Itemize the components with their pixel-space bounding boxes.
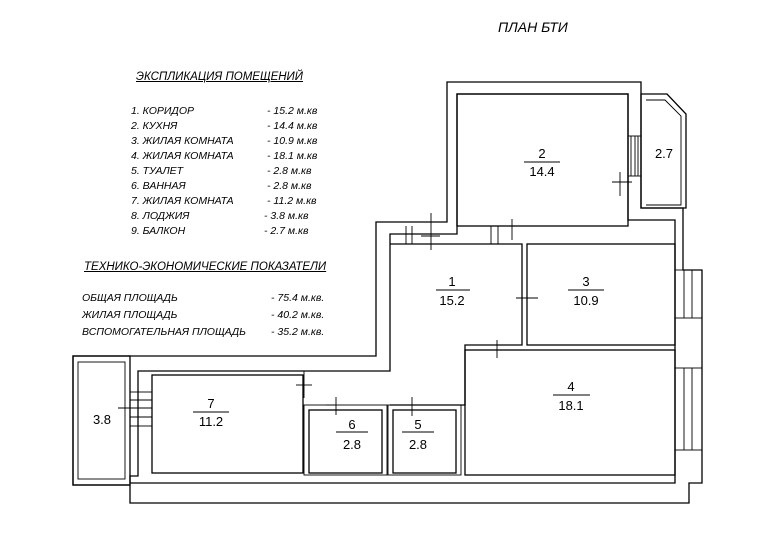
indicator-row-value: - 75.4 м.кв. — [271, 292, 325, 304]
room-7-area: 11.2 — [199, 414, 223, 429]
explication-row-value: - 2.8 м.кв — [267, 180, 312, 192]
room-4-area: 18.1 — [558, 398, 583, 413]
explication-row-name: 9. БАЛКОН — [131, 225, 186, 237]
room-7-outline — [151, 374, 304, 474]
room-1-area: 15.2 — [439, 293, 464, 308]
indicator-row-name: ЖИЛАЯ ПЛОЩАДЬ — [82, 309, 178, 321]
room-3-number: 3 — [582, 274, 589, 289]
indicators-heading: ТЕХНИКО-ЭКОНОМИЧЕСКИЕ ПОКАЗАТЕЛИ — [84, 261, 327, 273]
room-7-number: 7 — [207, 396, 214, 411]
room-2-area: 14.4 — [529, 164, 554, 179]
indicator-row-name: ОБЩАЯ ПЛОЩАДЬ — [82, 292, 178, 304]
room-6-area: 2.8 — [343, 437, 361, 452]
indicator-row-value: - 40.2 м.кв. — [271, 309, 325, 321]
room-3-area: 10.9 — [573, 293, 598, 308]
room-8-area: 3.8 — [93, 412, 111, 427]
explication-row-value: - 2.7 м.кв — [264, 225, 309, 237]
explication-row-value: - 3.8 м.кв — [264, 210, 309, 222]
indicator-row-value: - 35.2 м.кв. — [271, 326, 325, 338]
explication-row-name: 8. ЛОДЖИЯ — [131, 210, 190, 222]
room-5-outline — [392, 409, 457, 474]
explication-row-name: 3. ЖИЛАЯ КОМНАТА — [131, 135, 234, 147]
room-2-number: 2 — [538, 146, 545, 161]
explication-row-value: - 11.2 м.кв — [267, 195, 317, 207]
room-5-number: 5 — [414, 417, 421, 432]
explication-row-value: - 2.8 м.кв — [267, 165, 312, 177]
room-5-area: 2.8 — [409, 437, 427, 452]
room-6-outline — [308, 409, 383, 474]
indicator-row-name: ВСПОМОГАТЕЛЬНАЯ ПЛОЩАДЬ — [82, 326, 247, 338]
explication-row-value: - 15.2 м.кв — [267, 105, 318, 117]
explication-row-value: - 14.4 м.кв — [267, 120, 318, 132]
room-3-outline — [526, 243, 676, 346]
explication-heading: ЭКСПЛИКАЦИЯ ПОМЕЩЕНИЙ — [136, 71, 304, 83]
explication-row-name: 2. КУХНЯ — [131, 120, 178, 132]
explication-row-name: 7. ЖИЛАЯ КОМНАТА — [131, 195, 234, 207]
outer-wall-outer — [72, 81, 703, 504]
explication-row-name: 6. ВАННАЯ — [131, 180, 186, 192]
plan-title: ПЛАН БТИ — [498, 19, 568, 35]
explication-row-value: - 10.9 м.кв — [267, 135, 318, 147]
explication-row-name: 4. ЖИЛАЯ КОМНАТА — [131, 150, 234, 162]
room-4-number: 4 — [567, 379, 574, 394]
explication-row-value: - 18.1 м.кв — [267, 150, 318, 162]
explication-row-name: 1. КОРИДОР — [131, 105, 194, 117]
balcony-outline — [640, 93, 687, 209]
room-6-number: 6 — [348, 417, 355, 432]
room-1-outline — [390, 243, 523, 406]
room-1-number: 1 — [448, 274, 455, 289]
room-9-area: 2.7 — [655, 146, 673, 161]
explication-row-name: 5. ТУАЛЕТ — [131, 165, 184, 177]
